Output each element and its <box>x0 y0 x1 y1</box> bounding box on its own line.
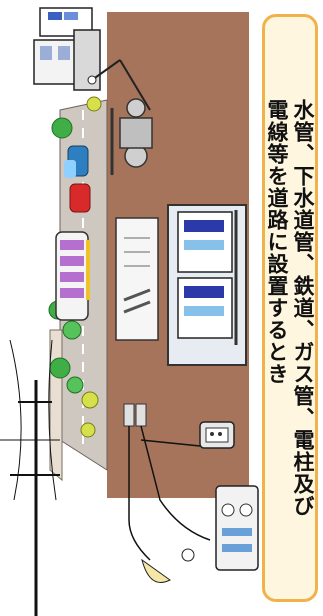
conduit-box <box>115 217 159 341</box>
meter-panel-icon <box>215 485 259 571</box>
building-icon <box>33 7 101 91</box>
subway-tunnel <box>167 204 247 366</box>
caption-text: 水管、下水道管、鉄道、ガス管、電柱及び 電線等を道路に設置するとき <box>265 99 315 517</box>
manhole-shaft <box>123 403 211 561</box>
bus-icon <box>55 231 90 321</box>
power-pole-icon <box>0 339 60 616</box>
antenna-dish-icon <box>141 548 195 583</box>
pipe-valve-icon <box>110 98 153 175</box>
telephone-icon <box>199 421 235 449</box>
caption-box: 水管、下水道管、鉄道、ガス管、電柱及び 電線等を道路に設置するとき <box>262 14 318 602</box>
street-lamp-icon <box>87 59 151 111</box>
car-icon <box>64 145 91 213</box>
